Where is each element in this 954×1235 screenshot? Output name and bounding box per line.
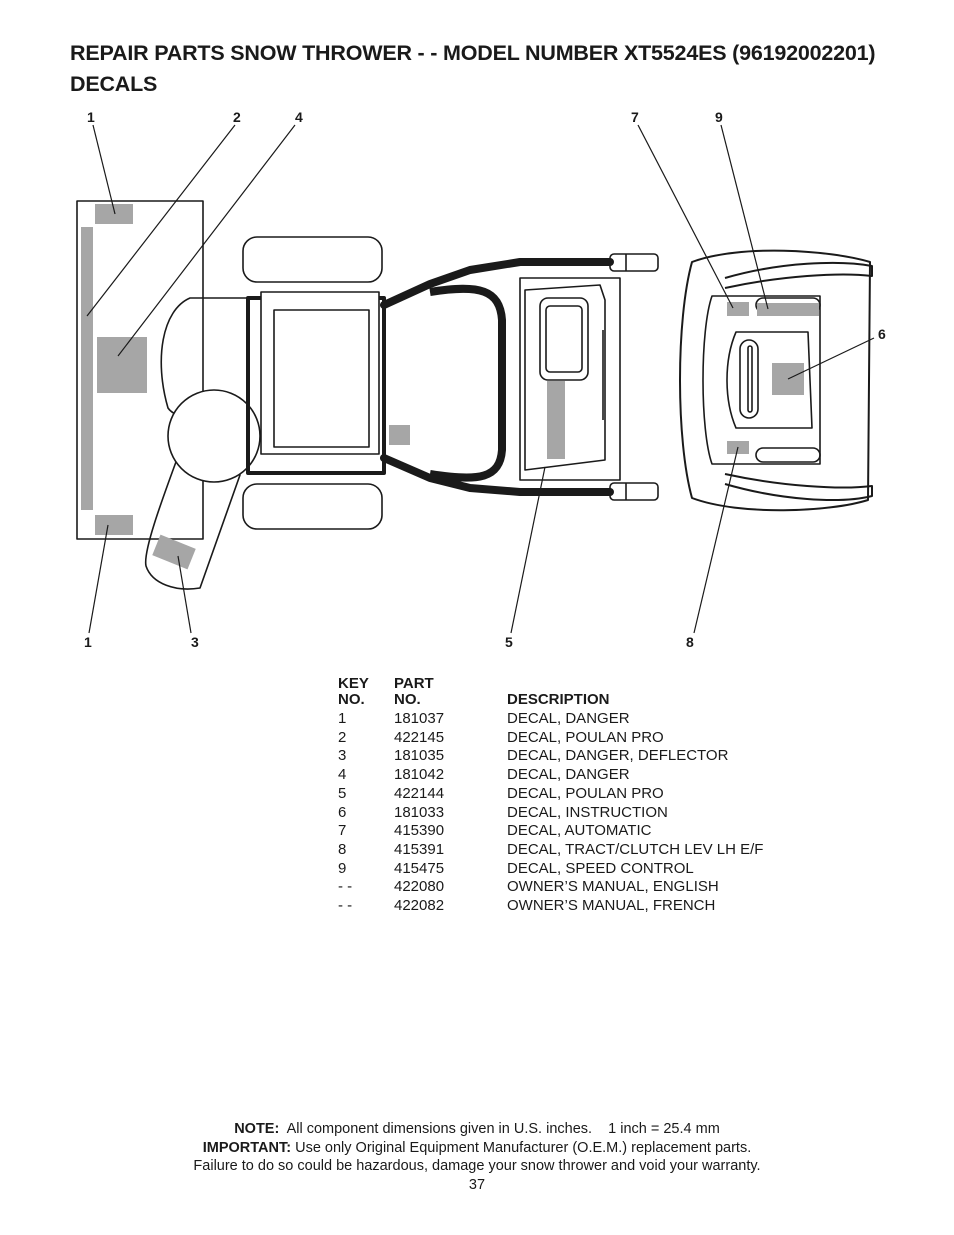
callout-1-bottom: 1	[84, 634, 92, 650]
decal-2	[81, 227, 93, 510]
callout-7: 7	[631, 109, 639, 125]
handle-tube-lower	[380, 454, 614, 496]
decal-frame	[389, 425, 410, 445]
header-description: DESCRIPTION	[507, 691, 610, 708]
grip-lower	[609, 482, 659, 501]
decal-3	[152, 534, 196, 570]
note-text: All component dimensions given in U.S. i…	[286, 1121, 720, 1137]
decals-diagram: 1 2 4 7 9 6 1 3 5 8	[76, 109, 886, 650]
callout-4: 4	[295, 109, 303, 125]
note-label: NOTE:	[234, 1121, 280, 1137]
important-label: IMPORTANT:	[202, 1139, 292, 1156]
rear-handle-view	[679, 249, 871, 512]
callout-6: 6	[878, 326, 886, 342]
grip-upper	[609, 253, 659, 272]
decal-1-bottom	[95, 515, 133, 535]
handle-tube-upper	[380, 258, 614, 309]
page-title: REPAIR PARTS SNOW THROWER - - MODEL NUMB…	[70, 38, 876, 100]
wheel-left	[242, 236, 383, 283]
important-text: Use only Original Equipment Manufacturer…	[295, 1139, 752, 1156]
control-panel	[260, 291, 380, 455]
decal-9	[757, 303, 819, 316]
dash-display	[539, 297, 589, 381]
note-line: NOTE: All component dimensions given in …	[0, 1120, 954, 1139]
bail-lever-lower	[724, 473, 873, 501]
callout-2: 2	[233, 109, 241, 125]
important-line: IMPORTANT: Use only Original Equipment M…	[0, 1139, 954, 1158]
wheel-right	[242, 483, 383, 530]
chute-rotator	[167, 389, 261, 483]
callout-1-top: 1	[87, 109, 95, 125]
decal-4	[97, 337, 147, 393]
callout-5: 5	[505, 634, 513, 650]
title-line-2: DECALS	[70, 72, 158, 96]
decal-1-top	[95, 204, 133, 224]
bail-lever-upper	[724, 261, 873, 289]
rear-console	[726, 331, 813, 429]
callout-9: 9	[715, 109, 723, 125]
title-line-1: REPAIR PARTS SNOW THROWER - - MODEL NUMB…	[70, 41, 876, 65]
page-number: 37	[468, 1176, 486, 1193]
handle-loop	[429, 284, 506, 482]
dash-panel	[519, 277, 621, 481]
auger-housing	[76, 200, 204, 540]
decal-7	[727, 302, 749, 316]
callout-8: 8	[686, 634, 694, 650]
decal-5	[547, 381, 565, 459]
page-footer: NOTE: All component dimensions given in …	[0, 1120, 954, 1194]
panel-window	[273, 309, 370, 448]
callout-3: 3	[191, 634, 199, 650]
warning-line: Failure to do so could be hazardous, dam…	[193, 1158, 761, 1175]
discharge-chute	[144, 450, 241, 590]
